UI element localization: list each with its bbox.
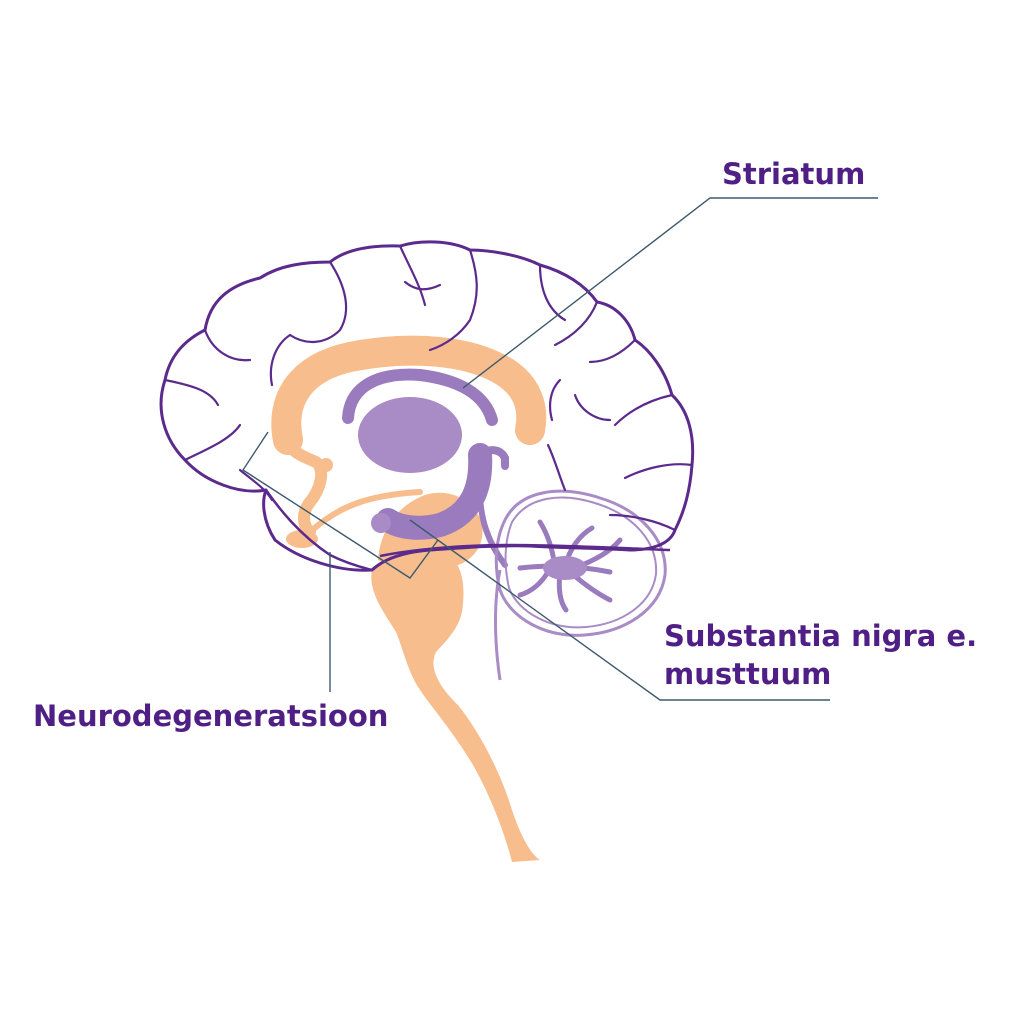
- amygdala: [371, 513, 391, 533]
- brainstem: [371, 550, 540, 862]
- label-striatum-text: Striatum: [722, 157, 866, 191]
- label-substantia-line1: Substantia nigra e.: [664, 619, 978, 653]
- striatum-arc: [342, 368, 498, 426]
- leader-neuro-a: [242, 431, 439, 579]
- cerebellum-outline: [494, 489, 667, 637]
- label-neurodegeneration-text: Neurodegeneratsioon: [33, 699, 389, 733]
- anterior-commissure: [307, 489, 423, 535]
- label-substantia-nigra: Substantia nigra e. musttuum: [664, 617, 977, 693]
- arbor-vitae-core: [543, 556, 587, 580]
- leader-lines: [242, 197, 878, 701]
- fornix-knob: [319, 458, 333, 472]
- purple-branch: [474, 446, 509, 470]
- label-substantia-line2: musttuum: [664, 657, 832, 691]
- label-neurodegeneration: Neurodegeneratsioon: [33, 697, 388, 735]
- fornix: [278, 419, 328, 538]
- leader-striatum: [462, 197, 878, 389]
- sulci: [163, 244, 694, 532]
- nigrostriatal-tract: [476, 477, 508, 568]
- cerebellum-inner: [504, 496, 658, 629]
- inner-base-line: [379, 543, 671, 558]
- corpus-callosum: [271, 335, 547, 455]
- label-striatum: Striatum: [722, 155, 865, 193]
- thalamus: [358, 397, 462, 473]
- leader-substantia: [409, 519, 830, 701]
